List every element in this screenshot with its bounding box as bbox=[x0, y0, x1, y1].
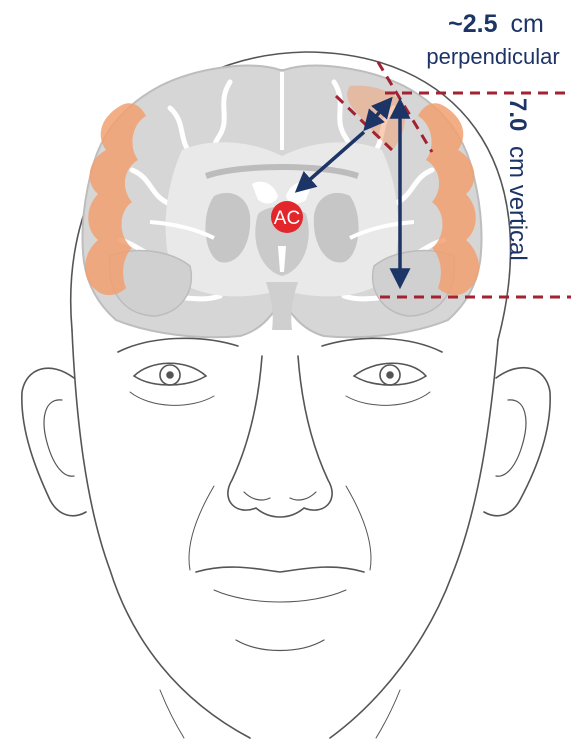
perpendicular-value: ~2.5 bbox=[448, 10, 497, 38]
vertical-value: 7.0 bbox=[504, 98, 531, 131]
left-eyebrow bbox=[118, 338, 238, 352]
chin bbox=[236, 640, 324, 651]
vertical-unit: cm vertical bbox=[504, 146, 531, 261]
nose bbox=[228, 356, 332, 517]
perpendicular-value-label: ~2.5 cm bbox=[448, 10, 544, 38]
right-ear bbox=[484, 368, 550, 516]
vertical-measure-label: 7.0 cm vertical bbox=[504, 98, 531, 261]
perpendicular-unit: cm bbox=[510, 10, 543, 38]
ac-marker-label: AC bbox=[274, 208, 300, 229]
face-left-contour bbox=[72, 330, 250, 738]
mouth bbox=[196, 567, 364, 572]
right-eyebrow bbox=[322, 338, 442, 352]
perpendicular-word-label: perpendicular bbox=[426, 44, 559, 69]
face-right-contour bbox=[330, 340, 498, 738]
ac-marker: AC bbox=[271, 201, 303, 233]
